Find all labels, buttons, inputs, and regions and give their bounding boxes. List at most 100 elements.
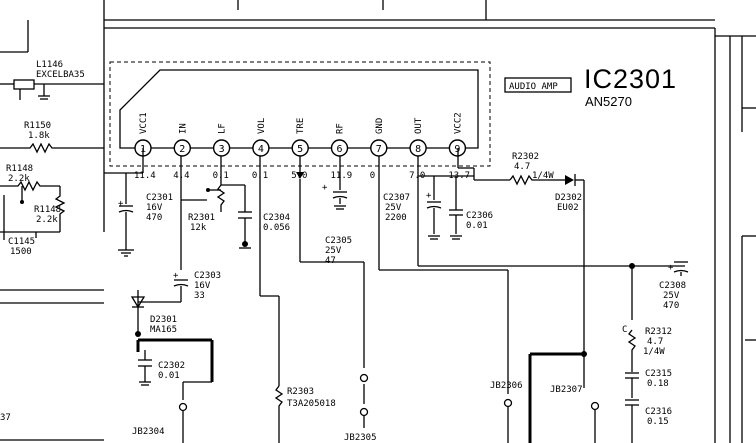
pin6-section: + [322, 156, 348, 210]
c2305-value: 47 [325, 256, 336, 266]
right-output-section: + C [528, 261, 689, 443]
pin-3-name: LF [218, 123, 228, 134]
c2302-ref: C2302 [158, 361, 185, 371]
ic-part-number: AN5270 [585, 94, 632, 109]
c2308-rating: 25V [663, 291, 680, 301]
r1148a-value: 2.2k [8, 174, 30, 184]
ic-function-tag: AUDIO AMP [509, 82, 558, 92]
c2308-ref: C2308 [659, 281, 686, 291]
jb2305-label: JB2305 [344, 433, 377, 443]
pin1-section: + [104, 148, 144, 257]
pin3-section [181, 156, 252, 249]
c2303-rating: 16V [194, 281, 211, 291]
c2303-ref: C2303 [194, 271, 221, 281]
r2312-value: 4.7 [647, 337, 663, 347]
c2307-plus: + [426, 191, 432, 201]
pin-3-number: 3 [219, 144, 225, 155]
pin-6-name: RF [336, 123, 346, 134]
pin-2-number: 2 [179, 144, 185, 155]
pin-2-circle [173, 139, 192, 157]
c2301-value: 470 [146, 213, 162, 223]
r2302-value: 4.7 [514, 162, 530, 172]
r1148a-ref: R1148 [6, 164, 33, 174]
r2312-body [627, 329, 637, 372]
d2301-ref: D2301 [150, 315, 177, 325]
d2302-value: EU02 [557, 203, 579, 213]
pin-7-voltage: 0 [370, 171, 375, 181]
pin7-section [378, 156, 513, 443]
c2307-ref: C2307 [383, 193, 410, 203]
pin-7-name: GND [375, 118, 385, 134]
pin8-section: + [417, 156, 632, 267]
r1150-ref: R1150 [24, 121, 51, 131]
pin-1-name: VCC1 [139, 112, 149, 134]
pin-6-voltage: 11.9 [331, 171, 353, 181]
partial-value: 37 [0, 413, 11, 423]
l1146-value: EXCELBA35 [36, 70, 85, 80]
c2307-value: 2200 [385, 213, 407, 223]
pin-4-circle [252, 139, 270, 157]
pin-8-number: 8 [415, 144, 421, 155]
c2305-rating: 25V [325, 246, 342, 256]
c2302-value: 0.01 [158, 371, 180, 381]
r2302-body [509, 174, 550, 186]
c2315-value: 0.18 [647, 379, 669, 389]
d2302-ref: D2302 [555, 193, 582, 203]
pin2-section: + [130, 156, 189, 337]
c2316-ref: C2316 [645, 407, 672, 417]
c2304-ref: C2304 [263, 213, 290, 223]
r2303-value: T3A205018 [287, 399, 336, 409]
r2301-body [216, 184, 226, 212]
pin-8-name: OUT [414, 117, 424, 134]
r2303-ref: R2303 [287, 387, 314, 397]
c2315-ref: C2315 [645, 369, 672, 379]
r2301-value: 12k [190, 223, 207, 233]
l1146-ref: L1146 [36, 60, 63, 70]
r1148b-body [54, 186, 66, 232]
d2302-body [565, 175, 574, 185]
r2302-power: 1/4W [532, 171, 554, 181]
c2307-rating: 25V [385, 203, 402, 213]
jb2304-label: JB2304 [132, 427, 165, 437]
c2304-value: 0.056 [263, 223, 290, 233]
r2303-body [274, 385, 284, 443]
pin-5-name: TRE [296, 118, 306, 134]
c2301-plus: + [118, 199, 124, 209]
jb2307-label: JB2307 [550, 385, 583, 395]
c2301-ref: C2301 [146, 193, 173, 203]
c2303-plus: + [173, 271, 179, 281]
pin-9-name: VCC2 [453, 112, 463, 134]
pin-4-number: 4 [258, 144, 264, 155]
pin5-section [296, 156, 369, 428]
r1148b-ref: R1148 [34, 205, 61, 215]
r1150-body [0, 142, 104, 154]
r2302-ref: R2302 [512, 152, 539, 162]
thick-wire-left [136, 338, 214, 386]
r2312-ref: R2312 [645, 327, 672, 337]
jb2304-jack [178, 381, 212, 443]
d2301-body [130, 296, 146, 309]
c2305-plus: + [322, 183, 328, 193]
pin-4-name: VOL [257, 118, 267, 134]
l1146-body [13, 79, 35, 90]
ic-title-block: AUDIO AMP IC2301 AN5270 [504, 64, 676, 109]
pin-1-voltage: 11.4 [134, 171, 156, 181]
pin4-section [259, 156, 284, 443]
pin-5-number: 5 [297, 144, 303, 155]
r2312-c-tag: C [622, 325, 627, 335]
c2316-value: 0.15 [647, 417, 669, 427]
c2308-plus: + [668, 263, 674, 273]
r1148b-value: 2.2k [36, 215, 58, 225]
c2306-ref: C2306 [466, 211, 493, 221]
r1148a-body [0, 180, 60, 192]
ic-pins: 1VCC111.42IN4.43LF0.14VOL0.15TRE5.06RF11… [134, 112, 470, 181]
pin-7-number: 7 [376, 144, 382, 155]
r2312-power: 1/4W [643, 347, 665, 357]
c2303-value: 33 [194, 291, 205, 301]
pin-8-voltage: 7.0 [409, 171, 425, 181]
pin9-section [457, 148, 587, 357]
c2306-value: 0.01 [466, 221, 488, 231]
